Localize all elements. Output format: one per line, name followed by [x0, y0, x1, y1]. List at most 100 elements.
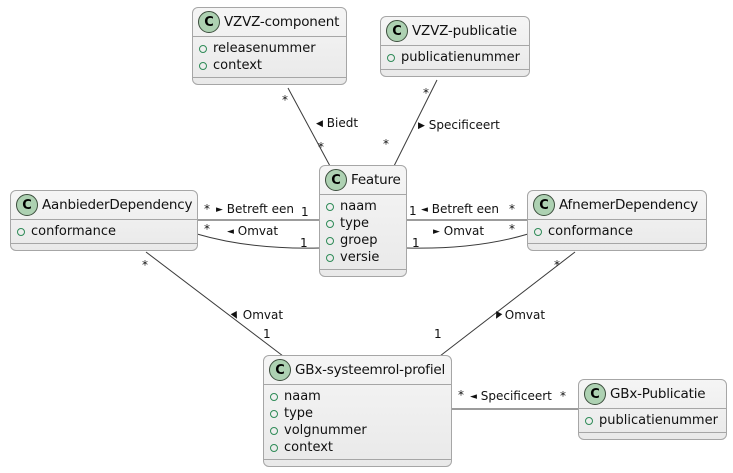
multiplicity-label: 1: [434, 327, 442, 341]
multiplicity-label: 1: [263, 327, 271, 341]
direction-arrow-icon: ▼: [230, 309, 241, 323]
field-visibility-icon: [270, 426, 278, 435]
field-name: groep: [340, 233, 378, 248]
methods-compartment: [264, 460, 451, 466]
field-visibility-icon: [534, 227, 542, 236]
multiplicity-label: *: [458, 388, 464, 402]
field-name: context: [284, 440, 333, 455]
class-field: releasenummer: [199, 40, 340, 57]
methods-compartment: [579, 433, 726, 439]
direction-arrow-icon: ▶: [418, 121, 425, 131]
edge-biedt-line: [287, 87, 331, 167]
class-spot-icon: C: [16, 194, 38, 216]
class-header: C AfnemerDependency: [528, 191, 706, 220]
class-header: C GBx-Publicatie: [579, 380, 726, 409]
field-name: publicatienummer: [401, 50, 520, 65]
multiplicity-label: *: [509, 222, 515, 236]
field-name: publicatienummer: [599, 413, 718, 428]
direction-arrow-icon: ◄: [421, 205, 428, 215]
methods-compartment: [11, 244, 197, 250]
class-name: GBx-systeemrol-profiel: [295, 362, 446, 378]
multiplicity-label: 1: [300, 236, 308, 250]
field-visibility-icon: [326, 202, 334, 211]
field-visibility-icon: [326, 236, 334, 245]
multiplicity-label: *: [560, 389, 566, 403]
edge-omvat-diag-left-line: [145, 251, 284, 357]
class-spot-icon: C: [325, 169, 347, 191]
class-header: C GBx-systeemrol-profiel: [264, 356, 451, 385]
multiplicity-label: *: [318, 140, 324, 154]
class-spot-icon: C: [269, 359, 291, 381]
class-field: conformance: [534, 223, 700, 240]
edge-omvat-left-line: [196, 233, 321, 249]
field-visibility-icon: [270, 409, 278, 418]
multiplicity-label: *: [282, 93, 288, 107]
class-box-vzvz-publicatie[interactable]: C VZVZ-publicatie publicatienummer: [380, 16, 530, 77]
class-name: AanbiederDependency: [42, 197, 193, 213]
class-box-feature[interactable]: C Feature naam type groep versie: [319, 165, 407, 277]
field-name: naam: [284, 389, 321, 404]
edge-omvat-diag-left-label: ▼ Omvat: [230, 308, 284, 323]
class-spot-icon: C: [198, 11, 220, 33]
class-field: type: [326, 215, 400, 232]
class-field: publicatienummer: [387, 49, 523, 66]
edge-omvat-diag-right-line: [439, 251, 576, 357]
class-name: Feature: [351, 172, 401, 188]
direction-arrow-icon: ◄: [227, 227, 234, 237]
field-visibility-icon: [585, 416, 593, 425]
class-name: AfnemerDependency: [559, 197, 698, 213]
methods-compartment: [193, 78, 346, 84]
edge-specificeert-top-label: ▶ Specificeert: [418, 118, 500, 132]
class-spot-icon: C: [386, 20, 408, 42]
field-visibility-icon: [17, 227, 25, 236]
methods-compartment: [320, 270, 406, 276]
class-header: C VZVZ-publicatie: [381, 17, 529, 46]
class-field: context: [270, 439, 445, 456]
class-name: VZVZ-publicatie: [412, 23, 517, 39]
edge-omvat-right-label: ► Omvat: [433, 224, 485, 238]
multiplicity-label: *: [509, 202, 515, 216]
direction-arrow-icon: ►: [216, 205, 223, 215]
direction-arrow-icon: ▼: [492, 309, 503, 323]
edge-specificeert-bottom-label: ◄ Specificeert: [470, 389, 552, 403]
methods-compartment: [381, 70, 529, 76]
class-box-gbx-publicatie[interactable]: C GBx-Publicatie publicatienummer: [578, 379, 727, 440]
methods-compartment: [528, 244, 706, 250]
field-name: conformance: [548, 224, 634, 239]
class-box-vzvz-component[interactable]: C VZVZ-component releasenummer context: [192, 7, 347, 85]
multiplicity-label: 1: [301, 205, 309, 219]
field-name: versie: [340, 250, 380, 265]
class-box-aanbieder-dependency[interactable]: C AanbiederDependency conformance: [10, 190, 199, 251]
edge-betreft-een-left-label: ► Betreft een: [216, 202, 295, 216]
class-spot-icon: C: [533, 194, 555, 216]
field-visibility-icon: [270, 392, 278, 401]
class-field: naam: [270, 388, 445, 405]
multiplicity-label: *: [383, 137, 389, 151]
field-name: type: [284, 406, 314, 421]
field-visibility-icon: [199, 61, 207, 70]
class-field: volgnummer: [270, 422, 445, 439]
edge-biedt-label: ◀ Biedt: [316, 116, 359, 130]
multiplicity-label: *: [204, 222, 210, 236]
class-field: context: [199, 57, 340, 74]
edge-omvat-right-line: [405, 233, 529, 249]
field-name: type: [340, 216, 370, 231]
field-visibility-icon: [326, 253, 334, 262]
direction-arrow-icon: ◀: [316, 119, 323, 129]
class-box-gbx-systeemrol-profiel[interactable]: C GBx-systeemrol-profiel naam type volgn…: [263, 355, 452, 467]
multiplicity-label: *: [142, 258, 148, 272]
direction-arrow-icon: ◄: [470, 392, 477, 402]
multiplicity-label: *: [423, 86, 429, 100]
class-spot-icon: C: [584, 383, 606, 405]
multiplicity-label: *: [554, 258, 560, 272]
field-name: volgnummer: [284, 423, 367, 438]
field-name: naam: [340, 199, 377, 214]
multiplicity-label: 1: [409, 204, 417, 218]
class-field: type: [270, 405, 445, 422]
class-box-afnemer-dependency[interactable]: C AfnemerDependency conformance: [527, 190, 707, 251]
edge-omvat-diag-right-label: ▼ Omvat: [492, 308, 546, 323]
field-visibility-icon: [387, 53, 395, 62]
class-field: naam: [326, 198, 400, 215]
